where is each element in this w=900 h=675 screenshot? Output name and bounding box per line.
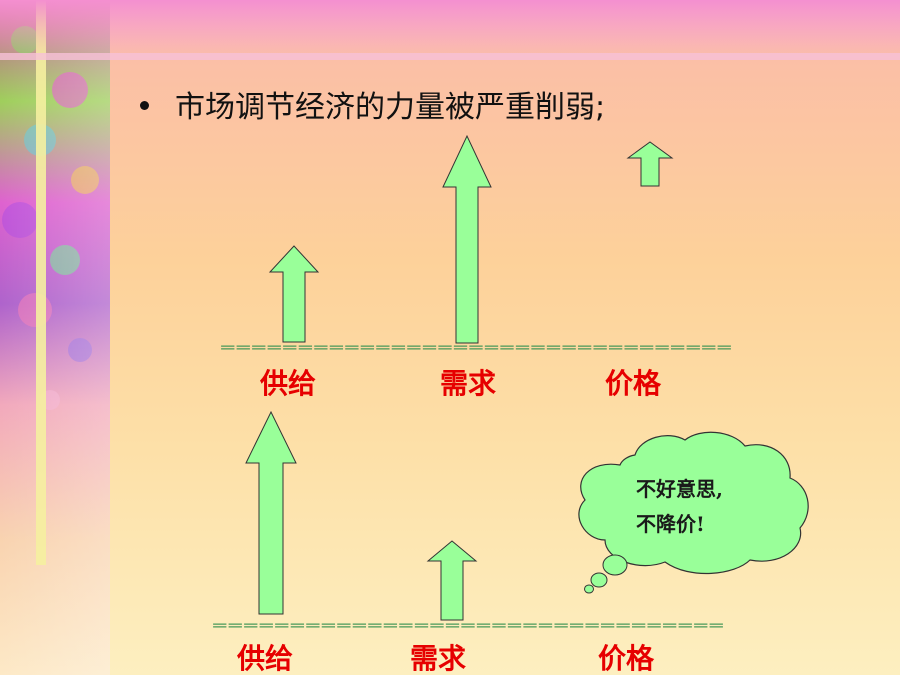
top-baseline: =================================: [220, 340, 732, 356]
decorative-top-band: [0, 0, 900, 60]
top-diagram: ================================= 供给 需求 …: [220, 134, 732, 400]
bubble-line-2: 不降价!: [636, 512, 705, 536]
top-label-price: 价格: [605, 367, 662, 400]
bullet-text: 市场调节经济的力量被严重削弱;: [175, 90, 606, 125]
top-demand-arrow: [442, 134, 492, 344]
thought-bubble-tail-small: [584, 584, 594, 594]
thought-bubble-tail-medium: [590, 572, 608, 588]
bottom-label-supply: 供给: [236, 642, 293, 675]
top-price-arrow: [626, 141, 674, 187]
bullet-dot-icon: [140, 100, 149, 110]
bullet-point: 市场调节经济的力量被严重削弱;: [140, 82, 605, 126]
thought-bubble-cloud: [578, 431, 809, 574]
decorative-left-strip: [0, 0, 110, 675]
bottom-diagram: ================================= 供给 需求 …: [212, 410, 724, 675]
top-label-supply: 供给: [259, 367, 316, 400]
bottom-supply-arrow: [245, 410, 297, 615]
bottom-demand-arrow: [426, 540, 478, 621]
top-supply-arrow: [268, 245, 320, 343]
thought-bubble-tail-large: [602, 554, 628, 576]
thought-bubble: 不好意思, 不降价!: [578, 431, 809, 594]
top-label-demand: 需求: [440, 367, 496, 400]
bubble-line-1: 不好意思,: [636, 477, 723, 501]
bottom-label-demand: 需求: [410, 642, 466, 675]
bottom-baseline: =================================: [212, 618, 724, 634]
bottom-label-price: 价格: [598, 642, 655, 675]
